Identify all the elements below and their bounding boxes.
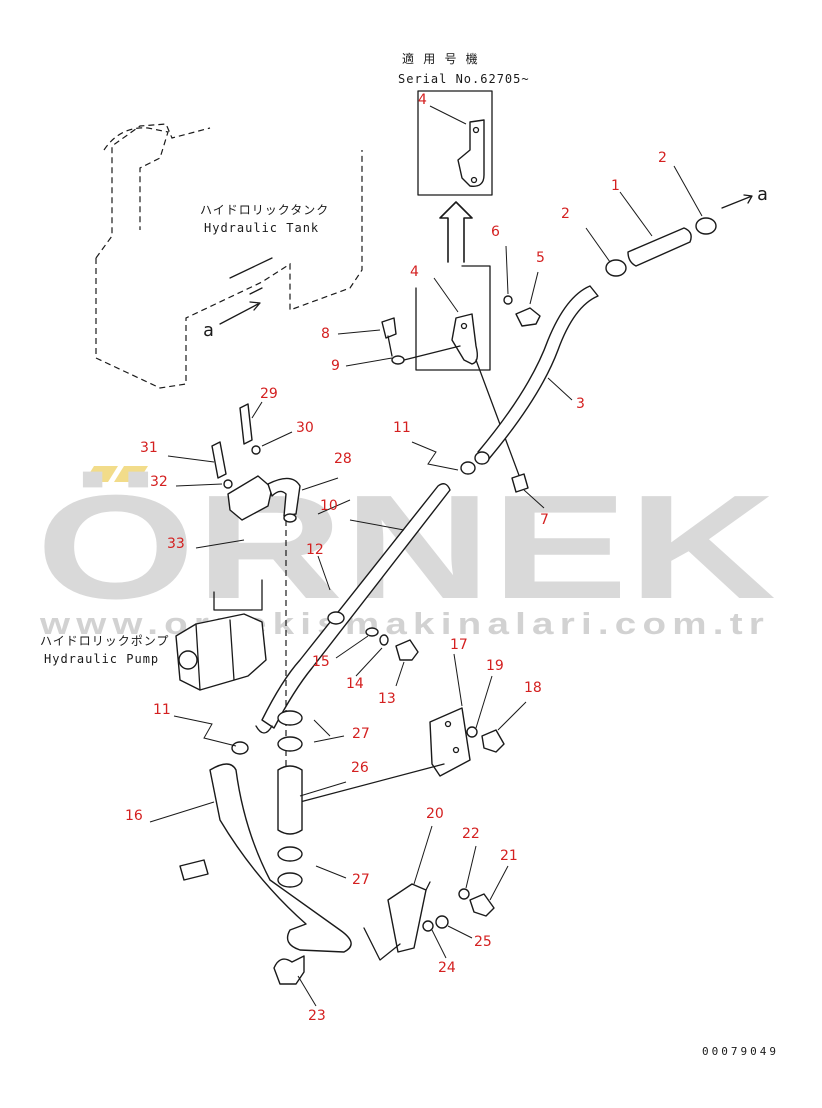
hose-assembly-1 (605, 217, 717, 277)
callout-7: 7 (540, 512, 549, 528)
callout-14: 14 (346, 676, 364, 692)
callout-4-detail: 4 (418, 92, 427, 108)
callout-28: 28 (334, 451, 352, 467)
callout-3: 3 (576, 396, 585, 412)
clamp-11-lower (231, 741, 249, 755)
callout-15: 15 (312, 654, 330, 670)
upgrade-arrow (439, 201, 473, 263)
callout-29: 29 (260, 386, 278, 402)
callout-4-main: 4 (410, 264, 419, 280)
clip-23 (273, 955, 305, 985)
flange (227, 475, 273, 521)
pump-elbow (211, 403, 301, 770)
callout-numbers: 1 2 2 3 4 4 5 6 7 8 9 10 11 11 12 13 14 … (125, 92, 667, 1024)
callout-2-left: 2 (561, 206, 570, 222)
clamp-27-lower-b (277, 872, 303, 888)
pump-label-en: Hydraulic Pump (44, 652, 159, 666)
hydraulic-pump: ハイドロリックポンプ Hydraulic Pump (40, 579, 267, 691)
clamp-12 (327, 611, 345, 625)
callout-33: 33 (167, 536, 185, 552)
clamp-27-lower-a (277, 846, 303, 862)
callout-25: 25 (474, 934, 492, 950)
serial-detail-frame (417, 90, 493, 196)
callout-30: 30 (296, 420, 314, 436)
callout-5: 5 (536, 250, 545, 266)
callout-12: 12 (306, 542, 324, 558)
washer-9 (391, 355, 405, 365)
callout-26: 26 (351, 760, 369, 776)
watermark-accent-right (114, 466, 148, 482)
watermark-url: www.ornekismakinalari.com.tr (39, 606, 770, 641)
ref-a-tank: a (203, 320, 215, 341)
callout-11-lower: 11 (153, 702, 171, 718)
bracket-17 (429, 707, 471, 777)
callout-22: 22 (462, 826, 480, 842)
drawing-number: 00079049 (702, 1045, 779, 1058)
bolt-13 (395, 639, 419, 661)
callout-1: 1 (611, 178, 620, 194)
bracket-4-detail (457, 119, 485, 187)
callout-31: 31 (140, 440, 158, 456)
washer-30 (251, 445, 261, 455)
callout-16: 16 (125, 808, 143, 824)
washer-19 (466, 726, 478, 738)
bolt-29 (239, 403, 253, 445)
clip-7 (511, 473, 529, 493)
clamp-27-upper-a (277, 710, 303, 726)
ref-a-top: a (757, 184, 769, 205)
nut-25 (435, 915, 449, 929)
callout-9: 9 (331, 358, 340, 374)
tube-10 (261, 483, 451, 729)
hydraulic-tank: ハイドロリックタンク Hydraulic Tank a (95, 123, 363, 389)
callout-20: 20 (426, 806, 444, 822)
washer-6 (503, 295, 513, 305)
washer-24 (422, 920, 434, 932)
hose-3 (477, 285, 599, 461)
tank-label-jp: ハイドロリックタンク (200, 203, 329, 217)
bolt-31 (211, 441, 227, 479)
callout-11-upper: 11 (393, 420, 411, 436)
bracket-4 (451, 313, 479, 365)
clamp-11-upper (474, 451, 490, 465)
serial-label-en: Serial No.62705~ (398, 72, 530, 86)
washer-32 (223, 479, 233, 489)
pump-label-jp: ハイドロリックポンプ (40, 634, 169, 648)
watermark-accent-left (84, 466, 118, 482)
callout-27-lower: 27 (352, 872, 370, 888)
callout-6: 6 (491, 224, 500, 240)
washer-22 (458, 888, 470, 900)
callout-2-right: 2 (658, 150, 667, 166)
washer-14 (379, 634, 389, 646)
bracket-assembly-4 (381, 265, 541, 479)
tank-label-en: Hydraulic Tank (204, 221, 319, 235)
serial-detail: 適 用 号 機 Serial No.62705~ (398, 51, 530, 263)
tube-16 (209, 763, 352, 953)
clamp-27-upper-b (277, 736, 303, 752)
watermark: ÖRNEK www.ornekismakinalari.com.tr (36, 465, 776, 641)
callout-10: 10 (320, 498, 338, 514)
bolt-5 (515, 307, 541, 327)
leader-lines (149, 165, 703, 1007)
bolt-8 (381, 317, 397, 339)
clamp-2-left (605, 259, 627, 277)
callout-23: 23 (308, 1008, 326, 1024)
clamp-2-right (695, 217, 717, 235)
hose-1 (627, 227, 692, 267)
hose-26 (277, 765, 303, 835)
callout-27-upper: 27 (352, 726, 370, 742)
callout-18: 18 (524, 680, 542, 696)
callout-21: 21 (500, 848, 518, 864)
callout-32: 32 (150, 474, 168, 490)
washer-15 (365, 627, 379, 637)
bolt-21 (469, 893, 495, 917)
bracket-20 (387, 883, 427, 953)
serial-label-jp: 適 用 号 機 (402, 51, 479, 66)
callout-17: 17 (450, 637, 468, 653)
callout-13: 13 (378, 691, 396, 707)
callout-19: 19 (486, 658, 504, 674)
callout-8: 8 (321, 326, 330, 342)
bolt-18 (481, 729, 505, 753)
callout-24: 24 (438, 960, 456, 976)
